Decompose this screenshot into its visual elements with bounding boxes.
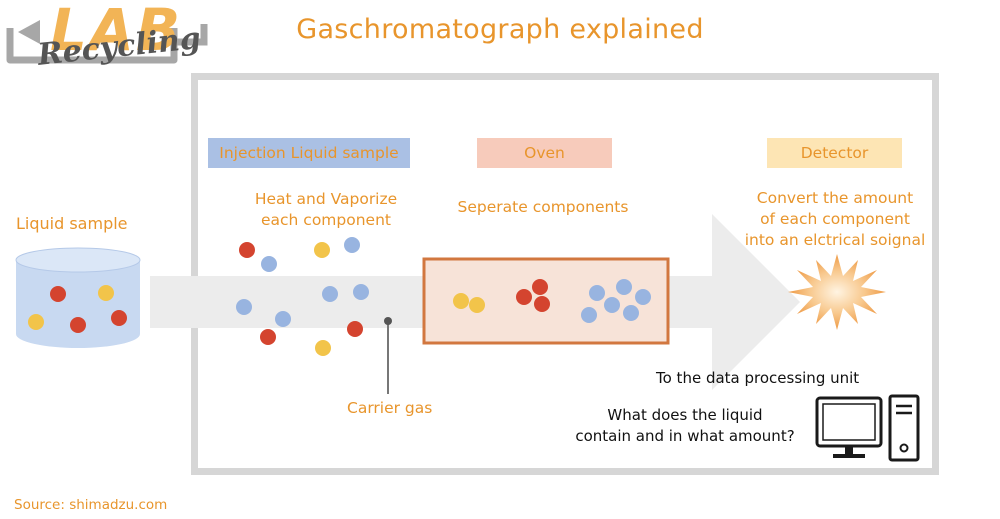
liquid-container-icon [15,247,141,348]
computer-monitor-icon [815,396,883,458]
molecule-red [50,286,66,302]
page-title: Gaschromatograph explained [296,14,704,45]
separate-text: Seperate components [457,198,629,216]
detector-label: Detector [767,138,902,168]
computer-icon [815,394,920,462]
molecule-yellow [98,285,114,301]
molecule-red [70,317,86,333]
molecule-yellow [28,314,44,330]
oven-label: Oven [477,138,612,168]
detector-burst-icon [788,254,886,330]
lab-recycling-logo [4,2,214,82]
molecule-red [111,310,127,326]
source-caption: Source: shimadzu.com [14,497,168,513]
carrier-gas-label: Carrier gas [347,399,433,417]
label-liquid-sample: Liquid sample [16,214,128,233]
logo-word-lab: LAB [50,0,183,64]
computer-tower-icon [888,394,920,462]
convert-text: Convert the amount of each component int… [744,189,926,249]
to-data-unit-text: To the data processing unit [656,369,860,387]
logo-arrow-icon [6,20,208,64]
question-text: What does the liquid contain and in what… [575,406,795,445]
injection-label: Injection Liquid sample [208,138,410,168]
heat-vaporize-text: Heat and Vaporize each component [254,190,398,229]
diagram-frame [191,73,939,475]
